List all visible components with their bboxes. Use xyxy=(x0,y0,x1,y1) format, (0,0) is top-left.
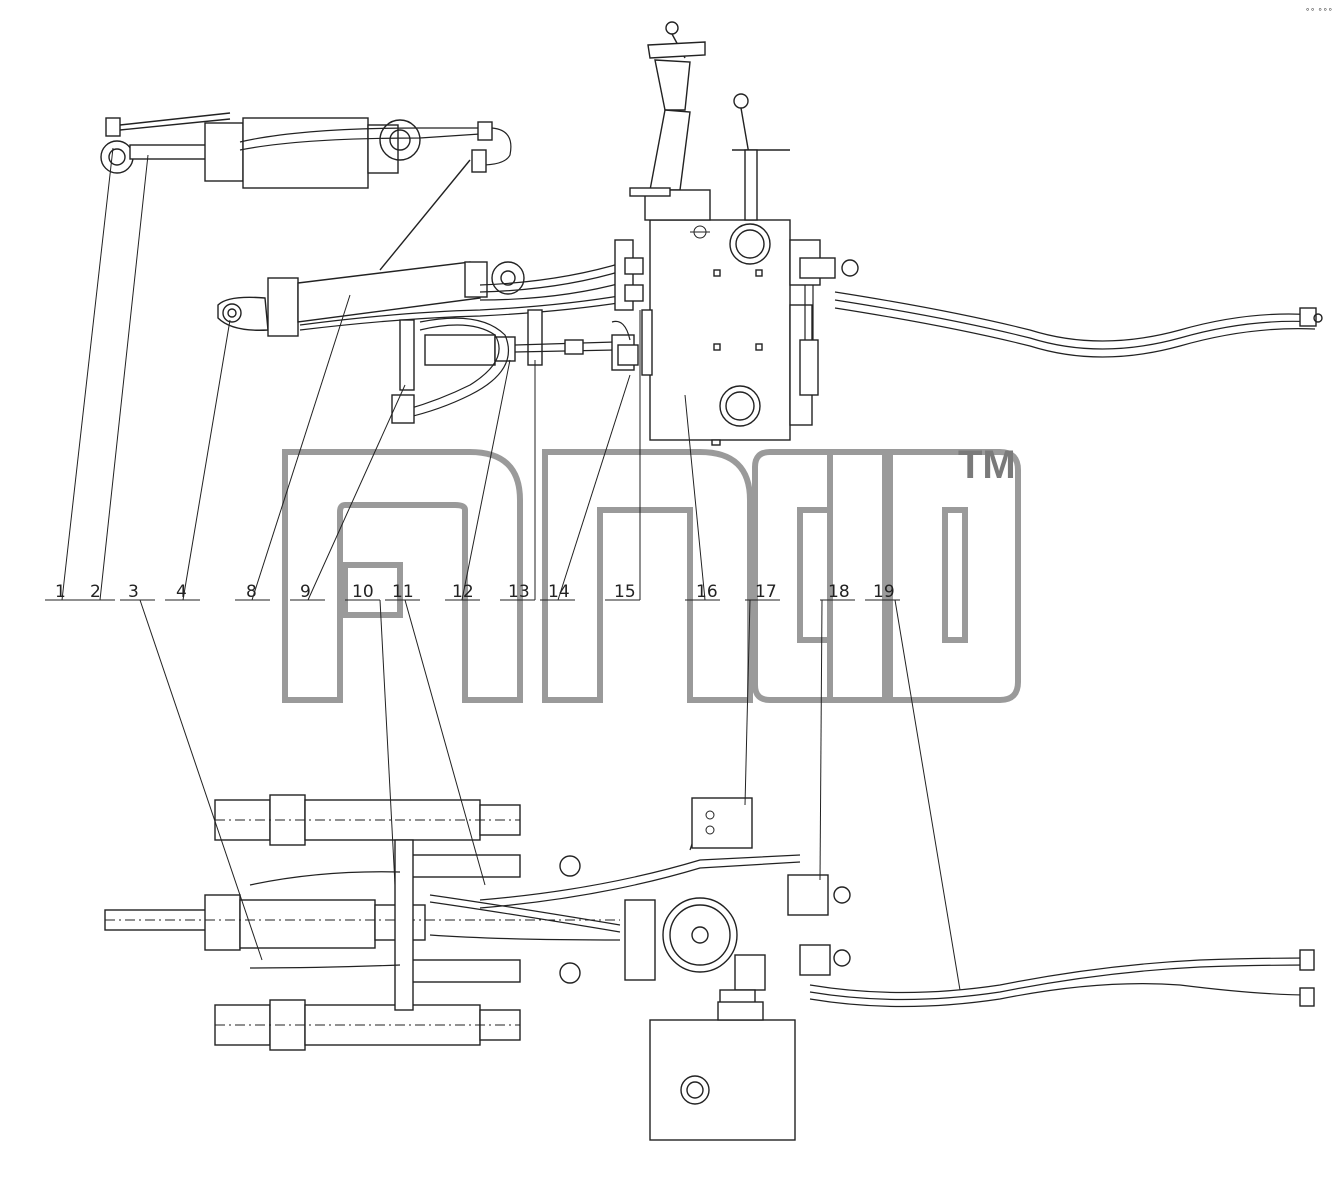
part-labels: 1 2 3 4 8 9 10 11 12 13 14 15 16 17 18 1… xyxy=(55,582,895,602)
lower-pumps xyxy=(787,874,851,976)
part-label-4: 4 xyxy=(176,582,187,602)
leader-lines xyxy=(45,147,961,991)
lower-center-cylinder xyxy=(104,894,620,951)
upper-joystick xyxy=(629,21,711,221)
part-label-13: 13 xyxy=(508,582,530,602)
part-label-11: 11 xyxy=(392,582,414,602)
part-label-17: 17 xyxy=(755,582,777,602)
trademark-text: TM xyxy=(958,443,1016,487)
corner-mark: ∘∘ ∘∘∘ xyxy=(1305,5,1333,14)
lower-tank xyxy=(649,1001,796,1141)
lower-long-hoses xyxy=(809,949,1315,1008)
part-label-3: 3 xyxy=(128,582,139,602)
part-label-9: 9 xyxy=(300,582,311,602)
upper-long-hoses xyxy=(799,285,1323,396)
upper-hoses xyxy=(299,239,644,331)
lower-steering-wheel xyxy=(624,897,766,1016)
upper-cylinder xyxy=(100,112,512,271)
upper-tank xyxy=(641,219,859,446)
part-label-10: 10 xyxy=(352,582,374,602)
lower-small-cylinders xyxy=(394,839,581,1011)
part-label-14: 14 xyxy=(548,582,570,602)
lower-cylinder-bottom xyxy=(214,999,521,1051)
part-label-12: 12 xyxy=(452,582,474,602)
part-label-15: 15 xyxy=(614,582,636,602)
lower-hoses xyxy=(249,819,801,969)
lower-cylinder-top xyxy=(214,794,521,846)
part-label-16: 16 xyxy=(696,582,718,602)
upper-lever xyxy=(732,93,790,221)
lower-view xyxy=(104,794,1315,1141)
part-label-2: 2 xyxy=(90,582,101,602)
part-label-19: 19 xyxy=(873,582,895,602)
part-label-18: 18 xyxy=(828,582,850,602)
part-label-1: 1 xyxy=(55,582,66,602)
lower-valve-panel xyxy=(691,797,753,849)
upper-main-cylinder xyxy=(217,261,525,337)
upper-view xyxy=(100,21,1323,446)
watermark-logo: TM xyxy=(282,443,1021,703)
part-label-8: 8 xyxy=(246,582,257,602)
upper-valves xyxy=(391,309,639,424)
